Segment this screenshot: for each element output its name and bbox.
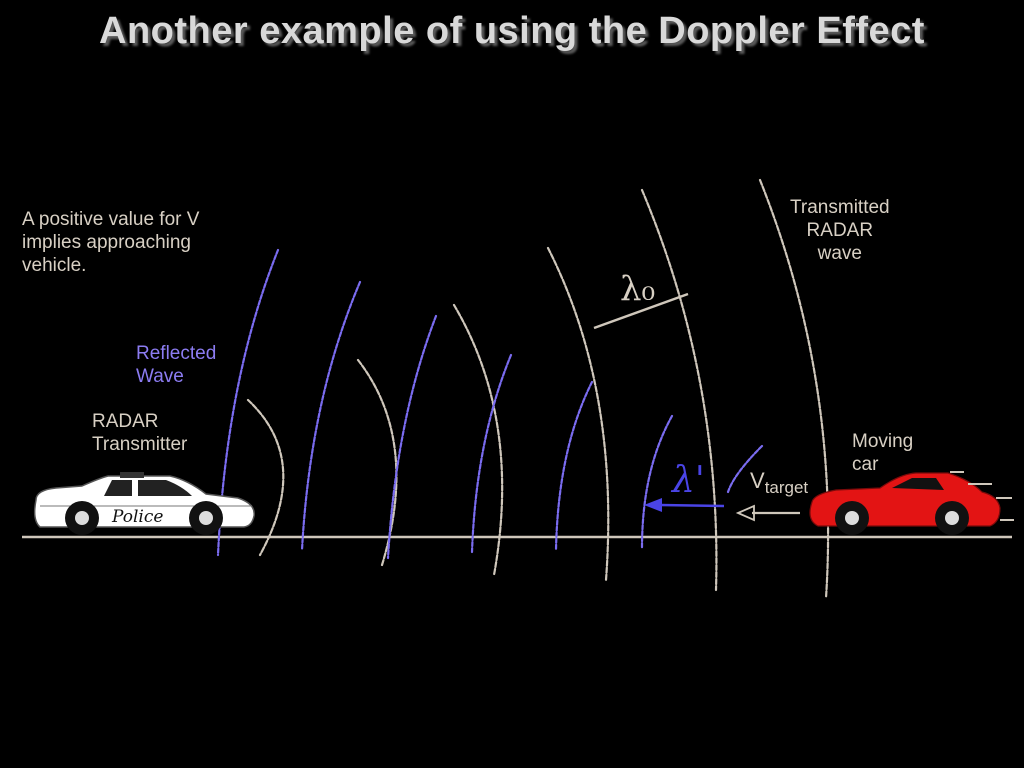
lambda-zero-label: λ₀ — [620, 269, 655, 309]
transmitted-waves — [246, 178, 830, 600]
lambda-zero-marker — [593, 292, 689, 330]
transmitted-wave-6 — [758, 178, 830, 600]
reflected-wave-7 — [726, 444, 764, 494]
transmitted-wave-4 — [546, 246, 610, 582]
red-car-icon — [809, 471, 1014, 535]
police-car-icon: Police — [33, 472, 255, 535]
arrow-left-icon — [644, 498, 662, 512]
lambda-prime-arrow — [644, 498, 725, 512]
reflected-wave-3 — [386, 314, 438, 560]
transmitted-wave-label: Transmitted RADAR wave — [790, 197, 890, 264]
moving-car-label: Moving car — [852, 431, 914, 475]
slide-title: Another example of using the Doppler Eff… — [99, 10, 925, 52]
transmitted-wave-3 — [452, 303, 504, 577]
radar-transmitter-label: RADAR Transmitter — [92, 411, 188, 455]
reflected-wave-4 — [470, 353, 513, 554]
transmitted-wave-5 — [640, 188, 718, 592]
police-car-text: Police — [111, 507, 163, 527]
reflected-wave-label: Reflected Wave — [136, 343, 217, 387]
velocity-target-label: Vtarget — [750, 468, 808, 497]
velocity-target-arrow — [735, 504, 800, 522]
reflected-wave-6 — [640, 414, 674, 550]
lambda-prime-label: λ' — [670, 460, 705, 501]
positive-v-note: A positive value for V implies approachi… — [22, 209, 200, 276]
transmitted-wave-1 — [246, 398, 285, 557]
reflected-waves — [216, 248, 764, 560]
arrow-left-icon — [735, 504, 755, 522]
reflected-wave-5 — [554, 380, 594, 552]
reflected-wave-2 — [300, 280, 362, 552]
